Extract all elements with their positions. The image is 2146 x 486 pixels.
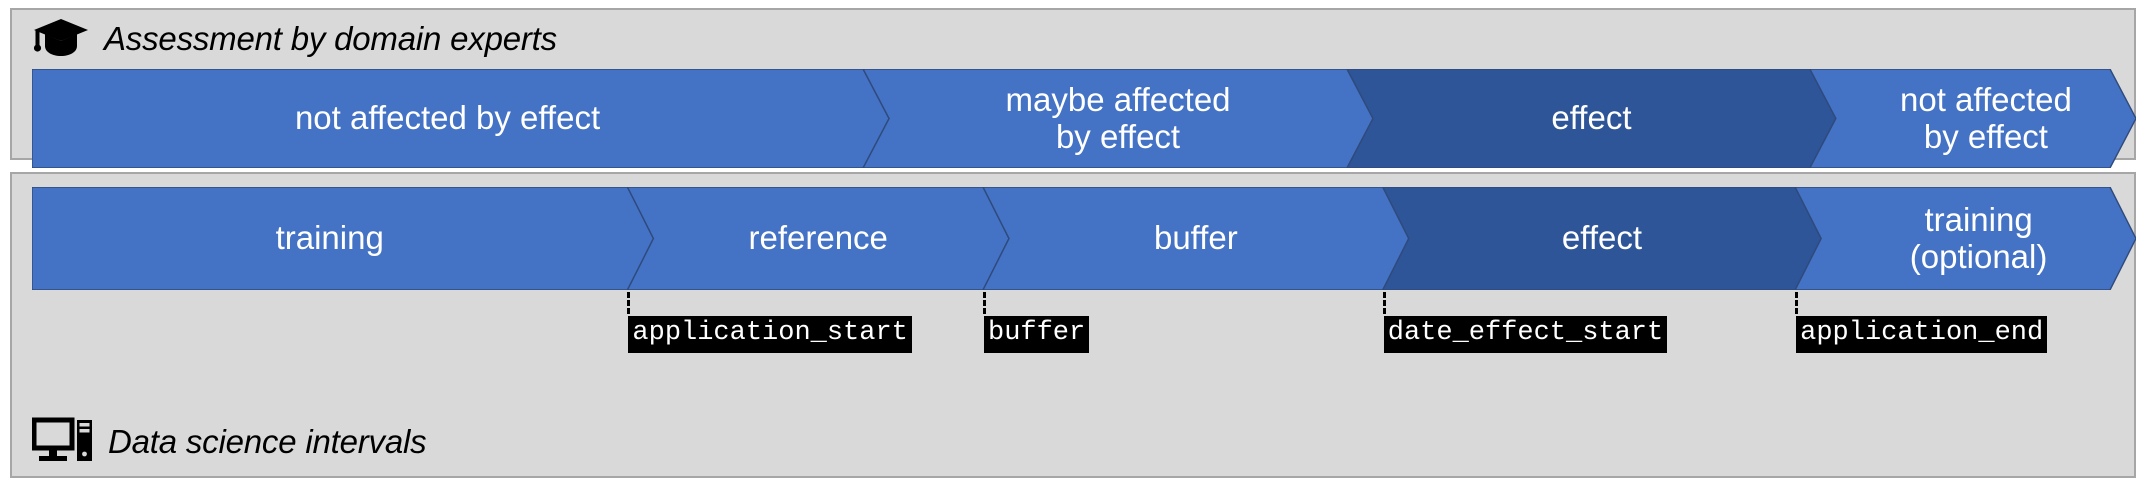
panel-caption-data-science: Data science intervals: [108, 423, 427, 460]
interval-marker-label: application_end: [1796, 316, 2048, 353]
interval-tick-mark: [1795, 292, 1799, 314]
graduation-cap-icon: [32, 16, 90, 63]
panel-header-experts: Assessment by domain experts: [32, 16, 557, 62]
interval-marker-label: application_start: [628, 316, 912, 353]
chevron-segment: [32, 187, 655, 290]
chevron-segment: [626, 187, 1010, 290]
panel-footer-data-science: Data science intervals: [31, 414, 427, 470]
chevron-segment: [32, 69, 890, 168]
chevron-segment: [1794, 187, 2136, 290]
chevron-segment: [862, 69, 1374, 168]
interval-marker-label: date_effect_start: [1383, 316, 1668, 353]
panel-caption-experts: Assessment by domain experts: [104, 20, 557, 57]
chevron-segment: [1381, 187, 1822, 290]
chevron-segment: [1346, 69, 1837, 168]
chevron-segment: [1809, 69, 2136, 168]
interval-marker-label: buffer: [984, 316, 1090, 353]
panel-assessment-by-domain-experts: Assessment by domain experts not affecte…: [10, 8, 2136, 168]
interval-tick-mark: [627, 292, 631, 314]
interval-tick-mark: [983, 292, 986, 314]
desktop-computer-icon: [31, 416, 94, 469]
interval-tick-mark: [1382, 292, 1386, 314]
chevron-segment: [982, 187, 1410, 290]
